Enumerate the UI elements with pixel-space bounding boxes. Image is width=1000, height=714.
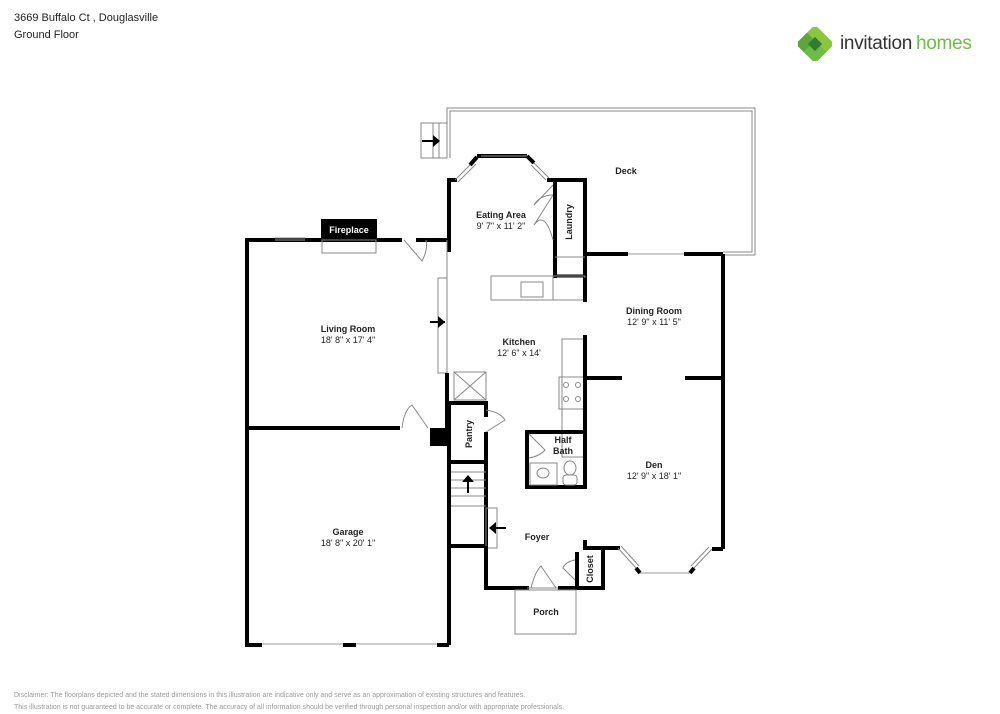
pantry-stairs-foyer (447, 401, 605, 645)
deck-label: Deck (615, 166, 638, 176)
half-bath-label-line2: Bath (553, 446, 573, 456)
half-bath-label-line1: Half (554, 435, 572, 445)
property-address: 3669 Buffalo Ct , Douglasville (14, 12, 159, 24)
disclaimer-line2: This illustration is not guaranteed to b… (14, 704, 565, 711)
floor-label: Ground Floor (14, 29, 79, 41)
fireplace: Fireplace (321, 219, 377, 254)
pantry-label: Pantry (464, 420, 474, 448)
arrow-right-icon (433, 135, 440, 147)
arrow-up-icon (462, 475, 474, 482)
header: 3669 Buffalo Ct , Douglasville Ground Fl… (14, 10, 158, 44)
logo-word-homes: homes (916, 33, 972, 54)
garage-dims: 18' 8" x 20' 1" (321, 538, 375, 548)
eating-area-walls (447, 154, 587, 280)
garage-walls (247, 643, 449, 647)
logo-word-invitation: invitation (840, 33, 912, 54)
den-label: Den (645, 460, 662, 470)
dining-den-walls (583, 252, 725, 575)
living-room-dims: 18' 8" x 17' 4" (321, 335, 375, 345)
stove-icon (558, 376, 586, 410)
fireplace-label: Fireplace (329, 225, 369, 235)
porch-label: Porch (533, 607, 559, 617)
kitchen-label: Kitchen (502, 337, 535, 347)
porch-outline (514, 589, 577, 635)
den-dims: 12' 9" x 18' 1" (627, 471, 681, 481)
disclaimer: Disclaimer: The floorplans depicted and … (14, 690, 564, 714)
dining-room-label: Dining Room (626, 306, 682, 316)
sink-icon (529, 462, 558, 486)
arrow-left-icon (489, 522, 496, 534)
deck-stairs (420, 122, 448, 159)
eating-area-label: Eating Area (476, 210, 527, 220)
laundry-label: Laundry (564, 204, 574, 240)
disclaimer-line1: Disclaimer: The floorplans depicted and … (14, 692, 526, 699)
living-room-walls (245, 237, 449, 647)
kitchen-dims: 12' 6" x 14' (497, 348, 541, 358)
foyer-label: Foyer (525, 532, 550, 542)
living-room-label: Living Room (321, 324, 376, 334)
closet-label: Closet (585, 555, 595, 583)
garage-label: Garage (332, 527, 363, 537)
eating-area-dims: 9' 7" x 11' 2" (477, 221, 526, 231)
fridge-icon (453, 371, 487, 401)
toilet-icon (563, 460, 577, 476)
deck-outline (446, 107, 756, 256)
logo-mark-icon (798, 27, 832, 61)
sink-icon (520, 281, 544, 298)
dining-room-dims: 12' 9" x 11' 5" (627, 317, 681, 327)
kitchen-fixtures (453, 275, 586, 458)
half-bath (525, 430, 587, 489)
arrow-right-icon (438, 316, 445, 328)
